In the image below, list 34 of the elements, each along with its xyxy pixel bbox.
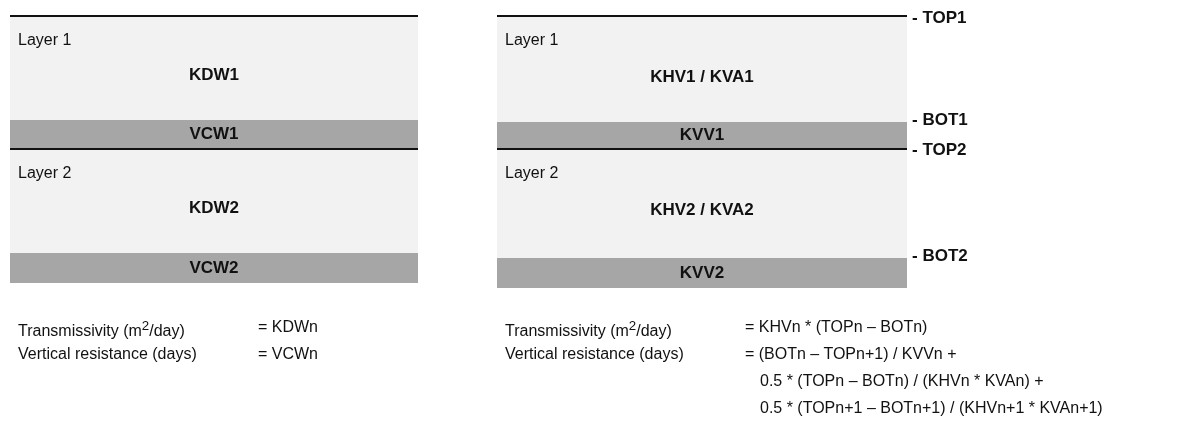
quantity-name: Transmissivity (m$^{2}$/day) <box>505 318 672 341</box>
layer-name: Layer 1 <box>505 31 559 49</box>
quantity-name: Vertical resistance (days) <box>18 345 197 363</box>
formula-text: = (BOTn – TOPn+1) / KVVn + <box>745 345 957 363</box>
quantity-name: Transmissivity (m$^{2}$/day) <box>18 318 185 341</box>
aquitard-band <box>497 122 907 148</box>
aquifer-layer-band <box>497 15 907 122</box>
parameter-label: KDW2 <box>187 198 241 218</box>
quantity-name: Vertical resistance (days) <box>505 345 684 363</box>
formula-text: = KHVn * (TOPn – BOTn) <box>745 318 928 336</box>
formula-text: 0.5 * (TOPn – BOTn) / (KHVn * KVAn) + <box>760 372 1044 390</box>
formula-text: = KDWn <box>258 318 318 336</box>
layer-name: Layer 1 <box>18 31 72 49</box>
parameter-label: KVV1 <box>679 125 725 145</box>
aquifer-layer-band <box>10 148 418 253</box>
aquitard-band <box>497 258 907 288</box>
aquifer-layer-band <box>497 148 907 258</box>
parameter-label: KHV1 / KVA1 <box>649 67 755 87</box>
aquitard-band <box>10 120 418 148</box>
parameter-label: KHV2 / KVA2 <box>649 200 755 220</box>
parameter-label: KDW1 <box>187 65 241 85</box>
formula-text: 0.5 * (TOPn+1 – BOTn+1) / (KHVn+1 * KVAn+1) <box>760 399 1103 417</box>
layer-name: Layer 2 <box>505 164 559 182</box>
parameter-label: VCW1 <box>189 124 239 144</box>
elevation-label: - BOT1 <box>912 110 968 130</box>
formula-text: = VCWn <box>258 345 318 363</box>
layer-name: Layer 2 <box>18 164 72 182</box>
parameter-label: VCW2 <box>189 258 239 278</box>
aquitard-band <box>10 253 418 283</box>
elevation-label: - BOT2 <box>912 246 968 266</box>
parameter-label: KVV2 <box>679 263 725 283</box>
elevation-label: - TOP2 <box>912 140 967 160</box>
elevation-label: - TOP1 <box>912 8 967 28</box>
aquifer-layer-band <box>10 15 418 120</box>
